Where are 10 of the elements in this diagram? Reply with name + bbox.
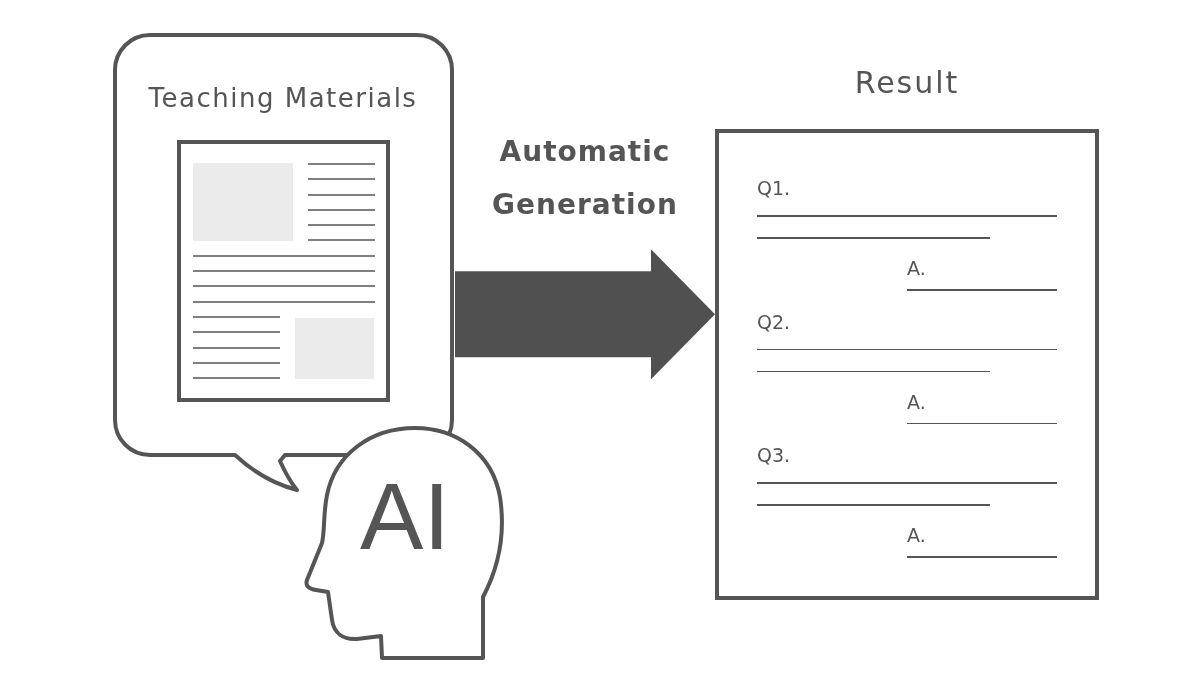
question-number: Q2.	[757, 312, 791, 332]
heading: Result	[854, 65, 960, 101]
question-number: Q3.	[757, 446, 791, 465]
arrow	[455, 249, 715, 380]
answer-label: A.	[907, 259, 926, 278]
node-title: Teaching Materials	[148, 83, 418, 115]
question-number: Q1.	[757, 179, 791, 198]
answer-label: A.	[907, 392, 926, 412]
answer-label: A.	[907, 526, 926, 545]
head-label: AI	[360, 469, 450, 564]
